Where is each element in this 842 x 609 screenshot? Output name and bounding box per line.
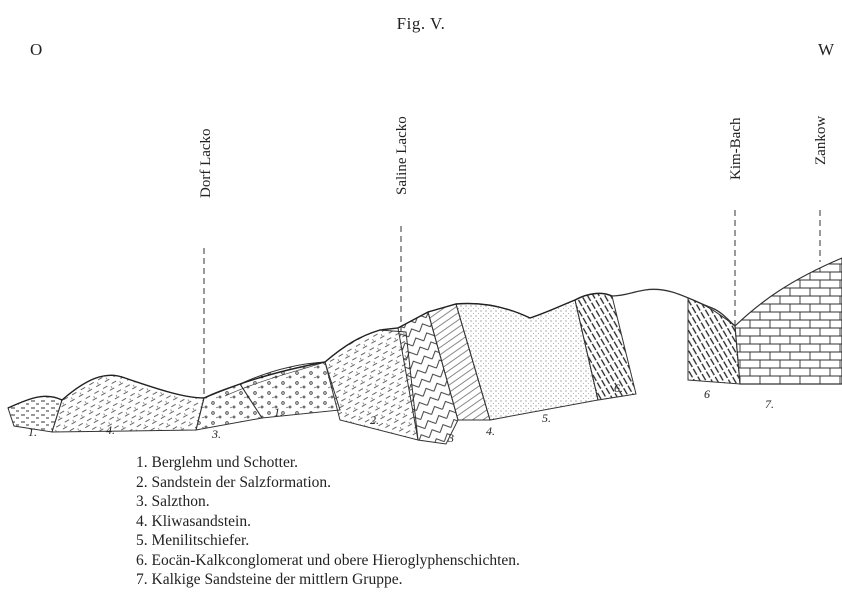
unit-marker: 3: [447, 431, 454, 445]
unit-marker: 6: [704, 387, 710, 401]
unit-marker: 5.: [542, 411, 551, 425]
place-label-kim: Kim-Bach: [728, 117, 744, 180]
legend-item-7: 7. Kalkige Sandsteine der mittlern Grupp…: [136, 570, 520, 590]
layer-4-left-hill: [52, 375, 204, 432]
unit-marker: 3.: [211, 427, 221, 441]
legend-item-3: 3. Salzthon.: [136, 492, 520, 512]
unit-marker: 2.: [370, 413, 379, 427]
place-label-dorf: Dorf Lacko: [198, 128, 214, 198]
legend-item-2: 2. Sandstein der Salzformation.: [136, 473, 520, 493]
place-label-zankow: Zankow: [813, 116, 829, 165]
unit-marker: 6.: [614, 381, 623, 395]
unit-marker: 1.: [28, 425, 37, 439]
legend: 1. Berglehm und Schotter. 2. Sandstein d…: [136, 453, 520, 590]
place-label-saline: Saline Lacko: [394, 116, 410, 195]
legend-item-5: 5. Menilitschiefer.: [136, 531, 520, 551]
legend-item-6: 6. Eocän-Kalkconglomerat und obere Hiero…: [136, 551, 520, 571]
layer-6-eocaen-right: [688, 298, 740, 384]
legend-item-4: 4. Kliwasandstein.: [136, 512, 520, 532]
unit-marker: 4.: [106, 423, 115, 437]
legend-item-1: 1. Berglehm und Schotter.: [136, 453, 520, 473]
unit-marker: 4.: [486, 424, 495, 438]
layer-7-kalkige-sandsteine: [735, 258, 842, 384]
unit-marker: 7.: [765, 397, 774, 411]
unit-marker: 1.: [274, 405, 283, 419]
